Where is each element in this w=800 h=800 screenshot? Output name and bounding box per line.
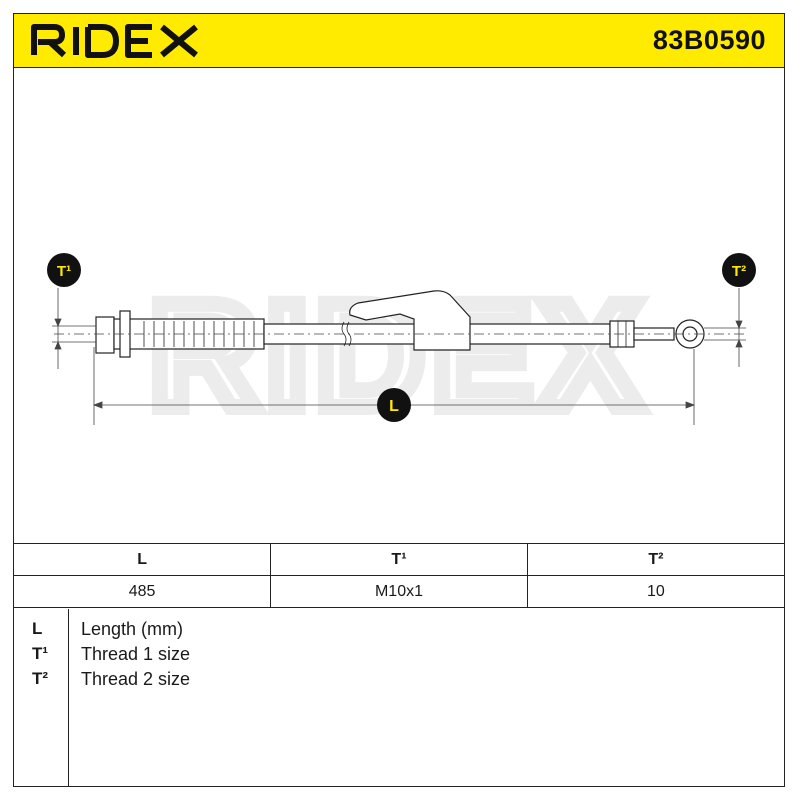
legend-item-t1: T¹ Thread 1 size	[14, 644, 784, 669]
l-marker-label: L	[389, 398, 399, 415]
legend-symbol: T¹	[32, 644, 49, 663]
t2-marker: T²	[722, 253, 756, 287]
spec-value-row: 485 M10x1 10	[14, 575, 784, 608]
legend-symbol: T²	[32, 669, 49, 688]
t1-fitting-nut	[95, 316, 115, 354]
t1-marker: T¹	[47, 253, 81, 287]
spec-header-row: L T¹ T²	[14, 543, 784, 576]
spec-header-l: L	[14, 543, 272, 576]
spec-header-t1: T¹	[270, 543, 528, 576]
legend-symbol: L	[32, 619, 43, 638]
t1-marker-label: T¹	[57, 263, 71, 280]
spec-table: L T¹ T² 485 M10x1 10	[14, 543, 784, 608]
legend-divider	[68, 609, 69, 786]
legend-item-l: L Length (mm)	[14, 619, 784, 644]
spec-value-l: 485	[14, 575, 272, 608]
legend-description: Thread 1 size	[81, 644, 191, 664]
l-marker: L	[377, 388, 411, 422]
spec-header-t2: T²	[526, 543, 784, 576]
part-number: 83B0590	[652, 25, 766, 55]
header-bar: 83B0590	[14, 14, 784, 68]
legend-item-t2: T² Thread 2 size	[14, 669, 784, 694]
t2-marker-label: T²	[732, 263, 746, 280]
spec-value-t2: 10	[526, 575, 784, 608]
legend-description: Length (mm)	[81, 619, 184, 639]
brake-hose-drawing: RIDEX	[47, 253, 756, 447]
legend-description: Thread 2 size	[81, 669, 191, 689]
datasheet-frame: 83B0590 RIDEX	[13, 13, 785, 787]
ridex-logo	[31, 24, 198, 58]
spec-value-t1: M10x1	[270, 575, 528, 608]
legend: L Length (mm) T¹ Thread 1 size T² Thread…	[14, 609, 784, 786]
mounting-bracket	[349, 290, 471, 351]
